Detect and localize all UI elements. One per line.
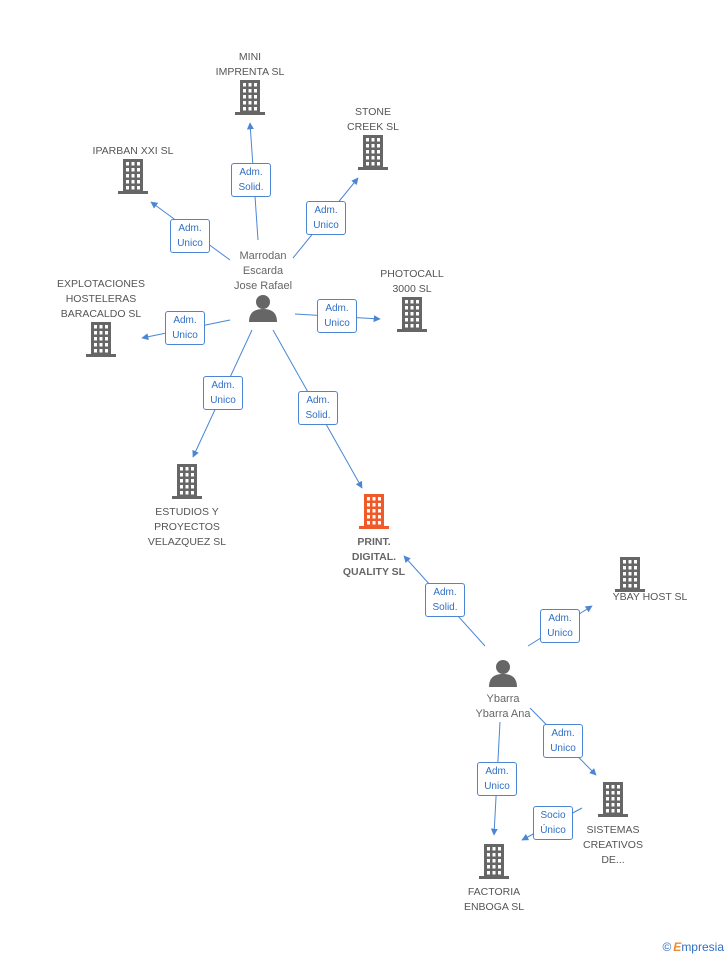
edge-label: Adm.Unico <box>477 762 517 796</box>
node-label: IPARBAN XXI SL <box>92 145 174 157</box>
edge-label: Adm.Solid. <box>425 583 465 617</box>
building-icon[interactable] <box>358 135 388 176</box>
building-icon[interactable] <box>359 494 389 535</box>
node-label: PRINT.DIGITAL.QUALITY SL <box>342 536 406 578</box>
edge-label: Adm.Unico <box>165 311 205 345</box>
edge-label: Adm.Unico <box>306 201 346 235</box>
person-icon[interactable] <box>248 294 278 327</box>
person-icon[interactable] <box>488 659 518 692</box>
building-icon[interactable] <box>615 557 645 598</box>
node-iparban[interactable]: IPARBAN XXI SL <box>73 144 193 200</box>
edge-label: Adm.Solid. <box>231 163 271 197</box>
building-icon[interactable] <box>235 80 265 121</box>
building-icon[interactable] <box>172 464 202 505</box>
building-icon[interactable] <box>397 297 427 338</box>
building-icon[interactable] <box>479 844 509 885</box>
building-icon[interactable] <box>598 782 628 823</box>
edge-label: Adm.Solid. <box>298 391 338 425</box>
edge-label: Adm.Unico <box>317 299 357 333</box>
edge-label: Adm.Unico <box>170 219 210 253</box>
node-print[interactable]: PRINT.DIGITAL.QUALITY SL <box>319 494 429 580</box>
node-ybay[interactable]: YBAY HOST SL <box>595 557 705 605</box>
empresia-logo: ©Empresia <box>662 940 724 954</box>
edge-label: Adm.Unico <box>543 724 583 758</box>
building-icon[interactable] <box>118 159 148 200</box>
edge-label: Adm.Unico <box>540 609 580 643</box>
edge-label: Adm.Unico <box>203 376 243 410</box>
building-icon[interactable] <box>86 322 116 363</box>
node-label: YBAY HOST SL <box>612 591 688 603</box>
